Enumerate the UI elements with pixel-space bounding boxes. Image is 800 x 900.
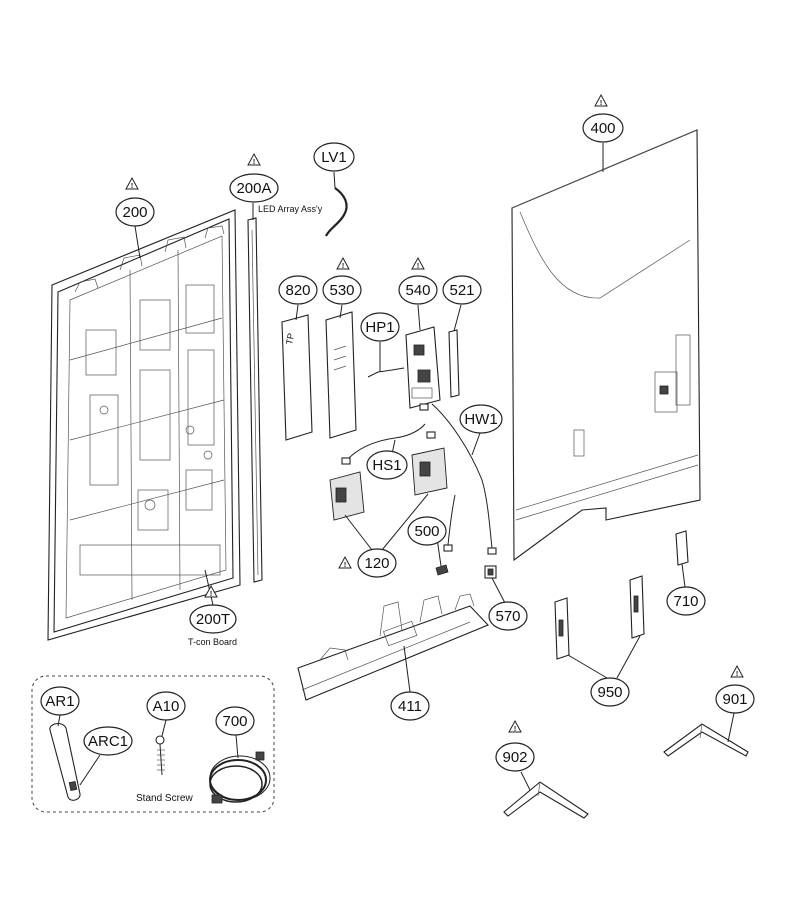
label-540: 540 xyxy=(398,275,438,305)
warning-mark: ! xyxy=(344,562,346,569)
power-cord-700 xyxy=(209,751,271,804)
label-200: 200 xyxy=(115,197,155,227)
label-902-text: 902 xyxy=(502,749,527,766)
label-902: 902 xyxy=(495,742,535,772)
label-570: 570 xyxy=(488,601,528,631)
part-labels: 200 200A LV1 400 820 530 540 521 xyxy=(40,113,755,772)
bracket-521 xyxy=(448,329,460,398)
label-500-text: 500 xyxy=(414,523,439,540)
remote-AR1 xyxy=(49,722,81,801)
label-A10-text: A10 xyxy=(153,698,180,715)
label-ARC1-text: ARC1 xyxy=(88,733,128,750)
part-570 xyxy=(484,565,497,579)
speaker-right-120 xyxy=(411,447,448,496)
label-500: 500 xyxy=(407,516,447,546)
label-700-text: 700 xyxy=(222,713,247,730)
label-200T-text: 200T xyxy=(196,611,230,628)
led-array-200A xyxy=(247,217,263,583)
label-LV1: LV1 xyxy=(313,142,355,172)
warning-icon: ! xyxy=(204,584,218,598)
part-500 xyxy=(435,564,449,576)
label-530-text: 530 xyxy=(329,282,354,299)
label-HW1-text: HW1 xyxy=(464,411,497,428)
warning-icon: ! xyxy=(336,256,350,270)
screw-A10 xyxy=(155,735,165,776)
cable-HP1 xyxy=(367,367,405,378)
stand-foot-901 xyxy=(663,723,749,757)
warning-icon: ! xyxy=(594,93,608,107)
label-HS1-text: HS1 xyxy=(372,457,401,474)
label-530: 530 xyxy=(322,275,362,305)
warning-icon: ! xyxy=(508,719,522,733)
label-200A: 200A xyxy=(229,173,279,203)
label-200T: 200T xyxy=(189,604,237,634)
stand-foot-902 xyxy=(503,781,589,819)
label-120-text: 120 xyxy=(364,555,389,572)
sheet-530 xyxy=(325,311,357,439)
accessory-box xyxy=(31,675,275,813)
wire-HW1 xyxy=(431,403,497,555)
label-411: 411 xyxy=(390,691,430,721)
warning-mark: ! xyxy=(131,183,133,190)
label-521: 521 xyxy=(442,275,482,305)
base-frame-411 xyxy=(297,593,489,701)
label-411-text: 411 xyxy=(398,698,422,715)
label-950: 950 xyxy=(590,677,630,707)
label-200A-text: 200A xyxy=(236,180,271,197)
warning-mark: ! xyxy=(736,671,738,678)
label-901: 901 xyxy=(715,684,755,714)
label-540-text: 540 xyxy=(405,282,430,299)
back-cover-400 xyxy=(511,129,701,562)
label-LV1-text: LV1 xyxy=(321,149,347,166)
label-A10: A10 xyxy=(146,691,186,721)
label-820: 820 xyxy=(278,275,318,305)
panel-assembly-200 xyxy=(47,209,241,641)
label-710-text: 710 xyxy=(673,593,698,610)
label-400: 400 xyxy=(582,113,624,143)
label-200-text: 200 xyxy=(122,204,147,221)
warning-mark: ! xyxy=(342,263,344,270)
caption-stand-screw: Stand Screw xyxy=(136,793,193,804)
warning-mark: ! xyxy=(600,100,602,107)
label-901-text: 901 xyxy=(722,691,747,708)
label-400-text: 400 xyxy=(590,120,615,137)
warning-mark: ! xyxy=(417,263,419,270)
warning-mark: ! xyxy=(210,591,212,598)
part-710 xyxy=(675,530,689,566)
label-521-text: 521 xyxy=(449,282,474,299)
sheet-820: TP xyxy=(281,314,313,441)
label-HW1: HW1 xyxy=(459,404,503,434)
harness-HS1 xyxy=(341,403,436,465)
warning-icon: ! xyxy=(338,555,352,569)
warning-icons: ! ! ! ! ! ! ! ! xyxy=(125,93,744,733)
label-ARC1: ARC1 xyxy=(83,726,133,756)
label-820-text: 820 xyxy=(285,282,310,299)
main-board-540 xyxy=(405,326,441,409)
caption-tcon-board: T-con Board xyxy=(188,637,237,647)
warning-icon: ! xyxy=(125,176,139,190)
cable-LV1 xyxy=(325,187,348,237)
label-HP1-text: HP1 xyxy=(365,319,394,336)
label-HP1: HP1 xyxy=(360,312,400,342)
label-570-text: 570 xyxy=(495,608,520,625)
label-950-text: 950 xyxy=(597,684,622,701)
label-700: 700 xyxy=(215,706,255,736)
speaker-left-120 xyxy=(329,471,365,521)
svg-text:TP: TP xyxy=(284,332,296,345)
stand-support-950 xyxy=(554,575,645,660)
warning-mark: ! xyxy=(514,726,516,733)
warning-icon: ! xyxy=(247,152,261,166)
label-710: 710 xyxy=(666,586,706,616)
warning-icon: ! xyxy=(411,256,425,270)
warning-icon: ! xyxy=(730,664,744,678)
label-HS1: HS1 xyxy=(366,450,408,480)
caption-led-array: LED Array Ass'y xyxy=(258,204,323,214)
label-AR1: AR1 xyxy=(40,686,80,716)
label-AR1-text: AR1 xyxy=(45,693,74,710)
label-120: 120 xyxy=(357,548,397,578)
warning-mark: ! xyxy=(253,159,255,166)
